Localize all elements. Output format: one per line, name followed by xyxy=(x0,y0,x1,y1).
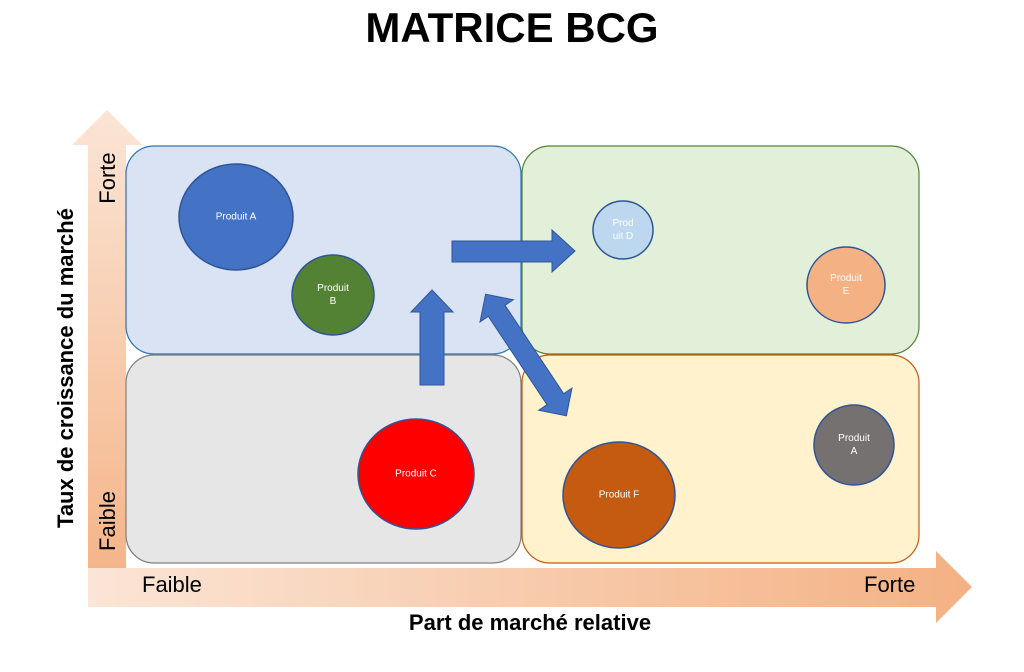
bubble-produit-d xyxy=(592,200,654,260)
bubble-label-produit-f: Produit F xyxy=(598,489,640,501)
y-axis-arrow xyxy=(72,110,142,607)
bubble-label-produit-d: Prod uit D xyxy=(612,218,634,242)
bubble-produit-e xyxy=(806,246,886,324)
bubble-label-produit-b: Produit B xyxy=(317,283,349,307)
bubble-produit-a-2 xyxy=(813,404,895,486)
bubble-label-produit-a-2: Produit A xyxy=(838,433,870,457)
bubble-label-produit-c: Produit C xyxy=(395,468,437,480)
x-axis-arrow xyxy=(88,551,972,623)
bubble-produit-f xyxy=(562,441,676,549)
page-title: MATRICE BCG xyxy=(365,4,659,51)
bubble-produit-a xyxy=(178,163,294,271)
bubble-label-produit-a: Produit A xyxy=(215,211,257,223)
arrow-right xyxy=(451,228,576,274)
x-axis-title: Part de marché relative xyxy=(408,610,652,635)
arrow-diagonal xyxy=(479,293,573,417)
y-axis-title: Taux de croissance du marché xyxy=(53,208,78,528)
arrow-up xyxy=(409,289,455,386)
x-axis-low-label: Faible xyxy=(142,572,202,597)
bubble-produit-b xyxy=(291,254,375,336)
y-axis-low-label: Faible xyxy=(95,491,120,551)
x-axis-high-label: Forte xyxy=(864,572,916,597)
bubble-produit-c xyxy=(357,418,475,530)
y-axis-high-label: Forte xyxy=(95,152,120,204)
bubble-label-produit-e: Produit E xyxy=(830,273,862,297)
